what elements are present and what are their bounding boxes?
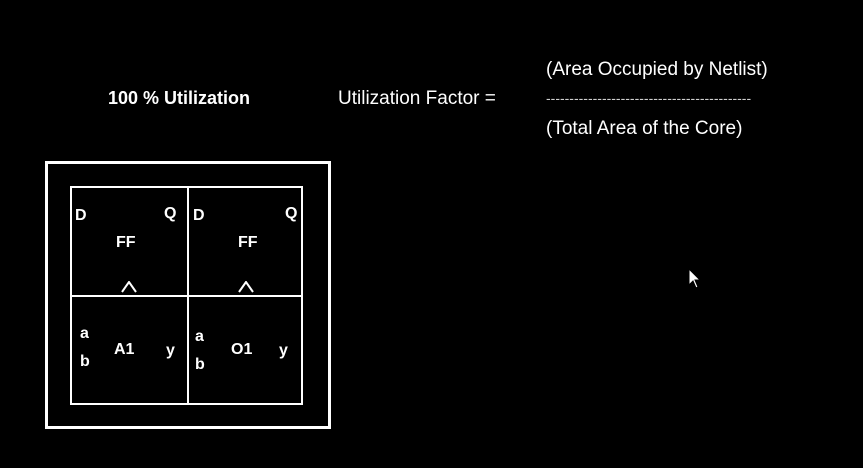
o1-pin-y: y [279, 342, 288, 359]
cell-or-o1 [187, 295, 303, 405]
o1-name: O1 [231, 341, 253, 358]
ff-right-clock-icon [238, 281, 254, 293]
ff-right-pin-q: Q [285, 205, 298, 222]
formula-denominator: (Total Area of the Core) [546, 118, 743, 139]
utilization-heading: 100 % Utilization [108, 88, 251, 108]
mouse-cursor-icon [688, 268, 702, 289]
core-boundary [45, 161, 331, 429]
a1-name: A1 [114, 341, 135, 358]
ff-left-pin-d: D [75, 207, 87, 224]
o1-pin-a: a [195, 328, 204, 345]
ff-right-pin-d: D [193, 207, 205, 224]
utilization-factor-label: Utilization Factor = [338, 88, 496, 109]
ff-left-pin-q: Q [164, 205, 177, 222]
formula-divider: ----------------------------------------… [546, 90, 752, 106]
ff-left-clock-icon [121, 281, 137, 293]
a1-pin-b: b [80, 353, 90, 370]
ff-right-name: FF [238, 234, 258, 251]
ff-left-name: FF [116, 234, 136, 251]
o1-pin-b: b [195, 356, 205, 373]
a1-pin-y: y [166, 342, 175, 359]
a1-pin-a: a [80, 325, 89, 342]
formula-numerator: (Area Occupied by Netlist) [546, 59, 768, 80]
